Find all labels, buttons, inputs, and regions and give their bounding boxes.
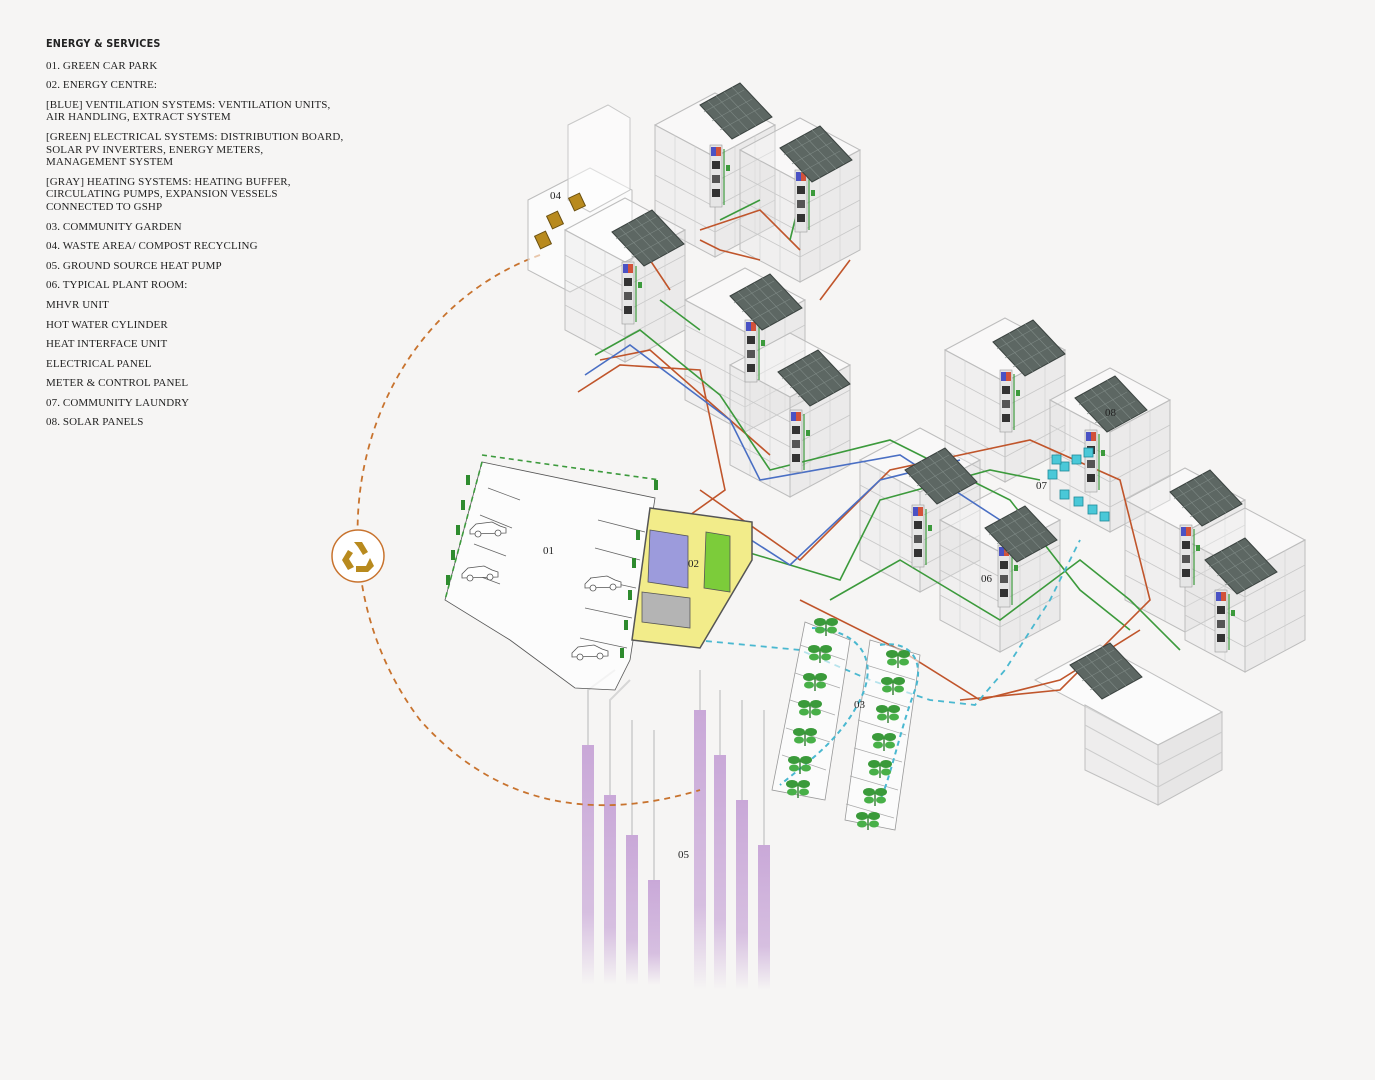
water-line — [694, 539, 1081, 706]
building-cluster-east — [859, 317, 1306, 673]
label-garden: 03 — [854, 699, 866, 711]
car-park — [444, 454, 661, 691]
legend-title: ENERGY & SERVICES — [46, 37, 161, 50]
label-waste: 04 — [550, 190, 562, 202]
gshp-pipe — [604, 795, 616, 985]
label-plant-room: 06 — [981, 573, 993, 585]
legend-item: 04. WASTE AREA/ COMPOST RECYCLING — [46, 240, 258, 253]
legend-item: [GREEN] ELECTRICAL SYSTEMS: DISTRIBUTION… — [46, 130, 344, 169]
legend: ENERGY & SERVICES 01. GREEN CAR PARK 02.… — [46, 37, 346, 436]
label-solar: 08 — [1105, 407, 1117, 419]
label-laundry: 07 — [1036, 480, 1048, 492]
gshp-pipe — [626, 835, 638, 985]
legend-item: 08. SOLAR PANELS — [46, 416, 144, 429]
gshp-pipe — [736, 800, 748, 990]
energy-centre — [631, 507, 753, 649]
legend-item: [GRAY] HEATING SYSTEMS: HEATING BUFFER, … — [46, 175, 291, 213]
recycle-icon — [331, 529, 385, 583]
label-gshp: 05 — [678, 849, 690, 861]
legend-item: ELECTRICAL PANEL — [46, 357, 152, 370]
legend-item: 02. ENERGY CENTRE: — [46, 79, 158, 92]
legend-item: [BLUE] VENTILATION SYSTEMS: VENTILATION … — [46, 98, 331, 124]
legend-item: METER & CONTROL PANEL — [46, 377, 189, 390]
gshp-pipe — [758, 845, 770, 990]
waste-loop-line — [356, 254, 701, 807]
legend-item: HOT WATER CYLINDER — [46, 318, 168, 331]
legend-item: 03. COMMUNITY GARDEN — [46, 220, 182, 233]
gshp-pipe — [648, 880, 660, 985]
gshp-pipes — [582, 669, 770, 990]
gshp-pipe — [714, 755, 726, 990]
legend-item: 05. GROUND SOURCE HEAT PUMP — [46, 259, 222, 272]
gshp-pipe — [582, 745, 594, 985]
legend-item: MHVR UNIT — [46, 298, 109, 311]
legend-item: 07. COMMUNITY LAUNDRY — [46, 396, 190, 409]
legend-item: 01. GREEN CAR PARK — [46, 59, 158, 72]
gshp-pipe — [694, 710, 706, 990]
label-energy-centre: 02 — [688, 558, 699, 570]
label-car-park: 01 — [543, 545, 554, 557]
laundry-units — [1047, 447, 1110, 522]
community-garden — [771, 617, 921, 831]
legend-item: HEAT INTERFACE UNIT — [46, 338, 168, 351]
legend-item: 06. TYPICAL PLANT ROOM: — [46, 279, 188, 292]
